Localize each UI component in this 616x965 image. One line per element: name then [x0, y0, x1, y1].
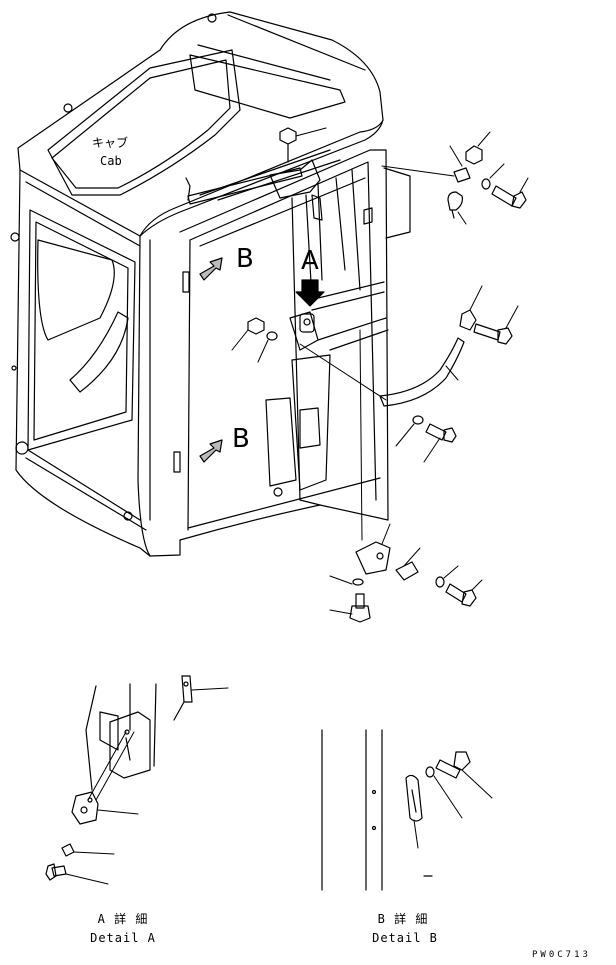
bolt-lower-vertical	[329, 593, 371, 623]
bolt-lower-right	[445, 579, 483, 607]
detail-b-caption-jp: B 詳 細	[377, 912, 429, 926]
cab-label-en: Cab	[100, 154, 122, 168]
top-nut	[279, 127, 327, 163]
roof-handle	[185, 167, 303, 205]
cab-frame	[10, 11, 411, 557]
nut-upper-right	[465, 131, 491, 165]
detail-b-drawing	[321, 729, 493, 891]
lower-striker	[395, 547, 421, 581]
washer-middle-right	[395, 415, 424, 447]
rubber-stopper	[447, 191, 467, 225]
door-lock	[299, 313, 315, 333]
washer-upper-right	[481, 163, 505, 190]
bolt-upper-right	[491, 177, 529, 209]
view-arrow-b-lower	[199, 439, 223, 463]
bolt-middle-lower	[423, 423, 457, 463]
view-label-a: A	[301, 246, 319, 276]
detail-a-caption-jp: A 詳 細	[97, 912, 149, 926]
bolt-middle-right	[473, 305, 519, 345]
washer-lower-right	[435, 565, 459, 588]
view-arrow-a	[295, 279, 325, 307]
cab-label-jp: キャブ	[92, 136, 129, 150]
detail-a-drawing	[45, 675, 229, 885]
striker-assembly	[381, 145, 471, 183]
washer-lower-left	[329, 575, 364, 586]
detail-a-caption-en: Detail A	[90, 931, 156, 945]
lower-catch-bracket	[355, 329, 391, 575]
door-strap	[299, 337, 465, 407]
nut-left	[231, 317, 265, 351]
view-label-b-lower: B	[232, 424, 250, 454]
view-label-b-upper: B	[236, 244, 254, 274]
washer-left	[257, 331, 278, 363]
view-arrow-b-upper	[199, 257, 223, 281]
clip	[459, 285, 483, 331]
detail-b-caption-en: Detail B	[372, 931, 438, 945]
drawing-code: PW0C713	[532, 950, 591, 960]
